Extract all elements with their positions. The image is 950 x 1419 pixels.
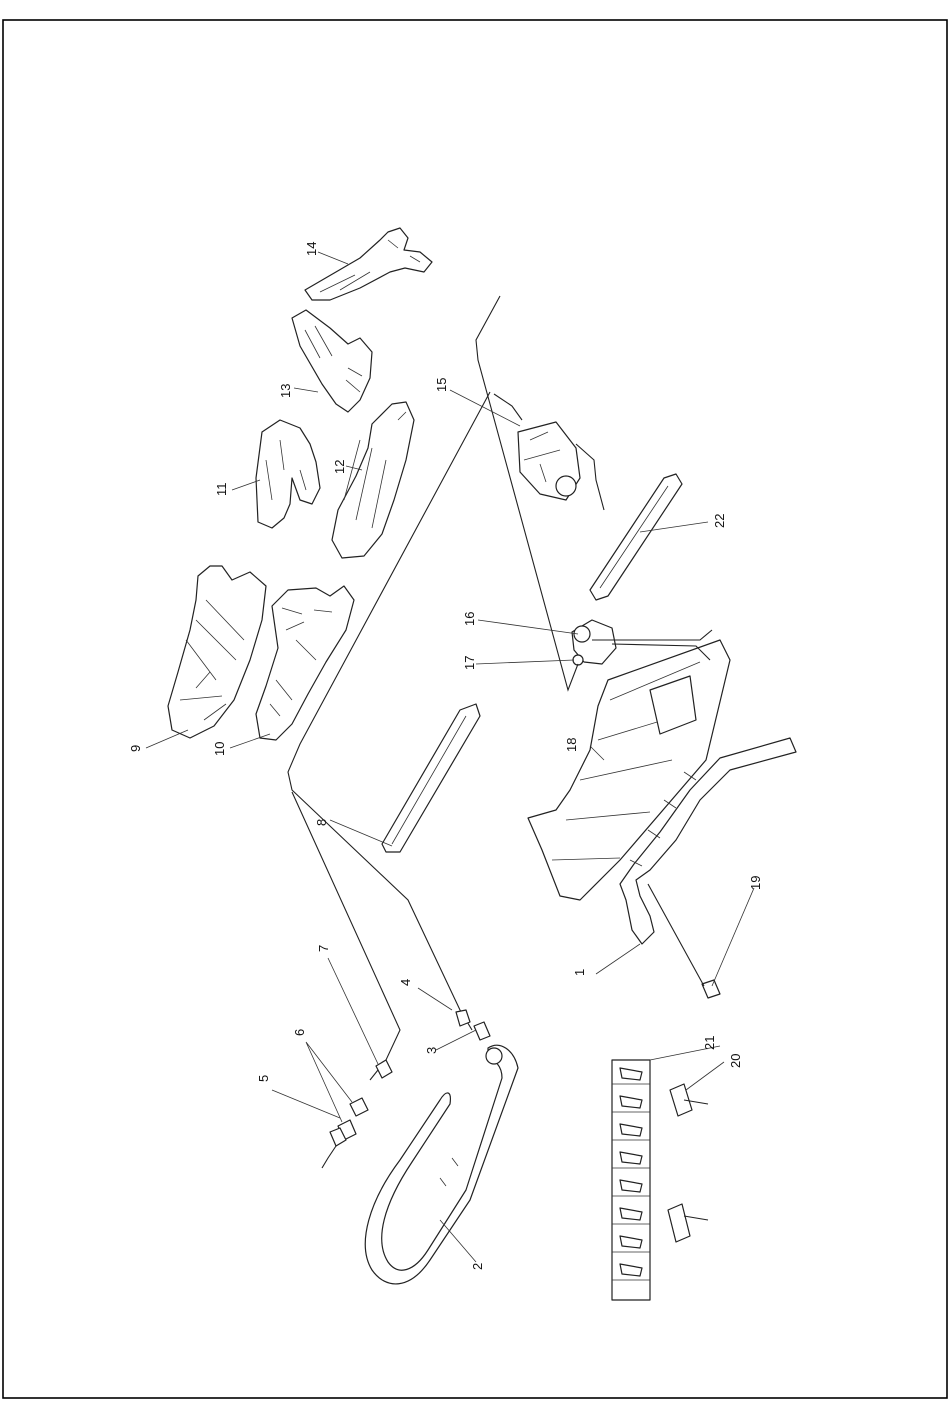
callout-15: 15 [434,378,449,392]
callout-20: 20 [728,1054,743,1068]
part-19-orifice [648,884,720,998]
callout-4: 4 [398,979,413,986]
callout-2: 2 [470,1263,485,1270]
part-20-grate-feet [668,1084,708,1242]
callout-12: 12 [332,460,347,474]
part-14-branch-log [305,228,432,300]
part-8-rail [382,704,480,852]
callout-19: 19 [748,876,763,890]
part-5-thermocouple [322,1128,346,1168]
callout-16: 16 [462,612,477,626]
callout-8: 8 [314,819,329,826]
callout-10: 10 [212,742,227,756]
part-10-large-log [256,586,354,740]
callout-17: 17 [462,656,477,670]
callout-9: 9 [128,745,143,752]
part-3-fitting [474,1022,490,1040]
callout-11: 11 [214,483,229,497]
callout-7: 7 [316,945,331,952]
callout-1: 1 [572,969,587,976]
callout-3: 3 [424,1047,439,1054]
callout-21: 21 [702,1036,717,1050]
callout-18: 18 [564,738,579,752]
callout-6: 6 [292,1029,307,1036]
callout-13: 13 [278,384,293,398]
part-12-log [332,402,414,558]
part-15-gas-valve [518,422,604,510]
part-17-fitting [573,655,583,665]
part-21-grate [612,1060,650,1300]
part-18-burner-pan [528,640,730,900]
part-22-bracket [590,474,682,600]
part-7-pilot-tube [376,1060,392,1078]
part-11-log [256,420,320,528]
part-13-log [292,310,372,412]
callout-14: 14 [304,242,319,256]
callout-5: 5 [256,1075,271,1082]
part-2-u-burner [365,1045,518,1284]
callout-22: 22 [712,514,727,528]
part-9-large-log [168,566,266,738]
